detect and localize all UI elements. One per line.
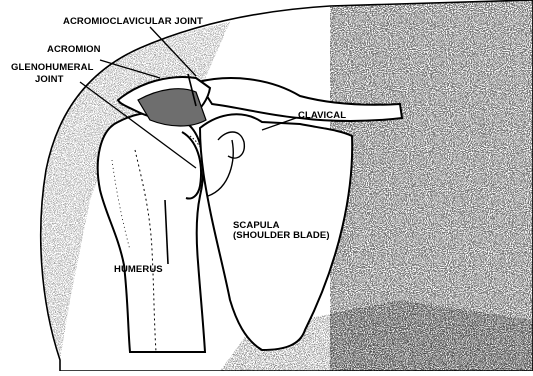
label-clavical: CLAVICAL <box>298 110 346 121</box>
label-acromion: ACROMION <box>47 44 101 55</box>
label-humerus: HUMERUS <box>114 264 163 275</box>
label-acromioclavicular-joint: ACROMIOCLAVICULAR JOINT <box>63 16 203 27</box>
label-glenohumeral-joint: JOINT <box>35 74 64 85</box>
label-shoulder-blade: (SHOULDER BLADE) <box>233 230 330 241</box>
label-glenohumeral: GLENOHUMERAL <box>11 62 94 73</box>
